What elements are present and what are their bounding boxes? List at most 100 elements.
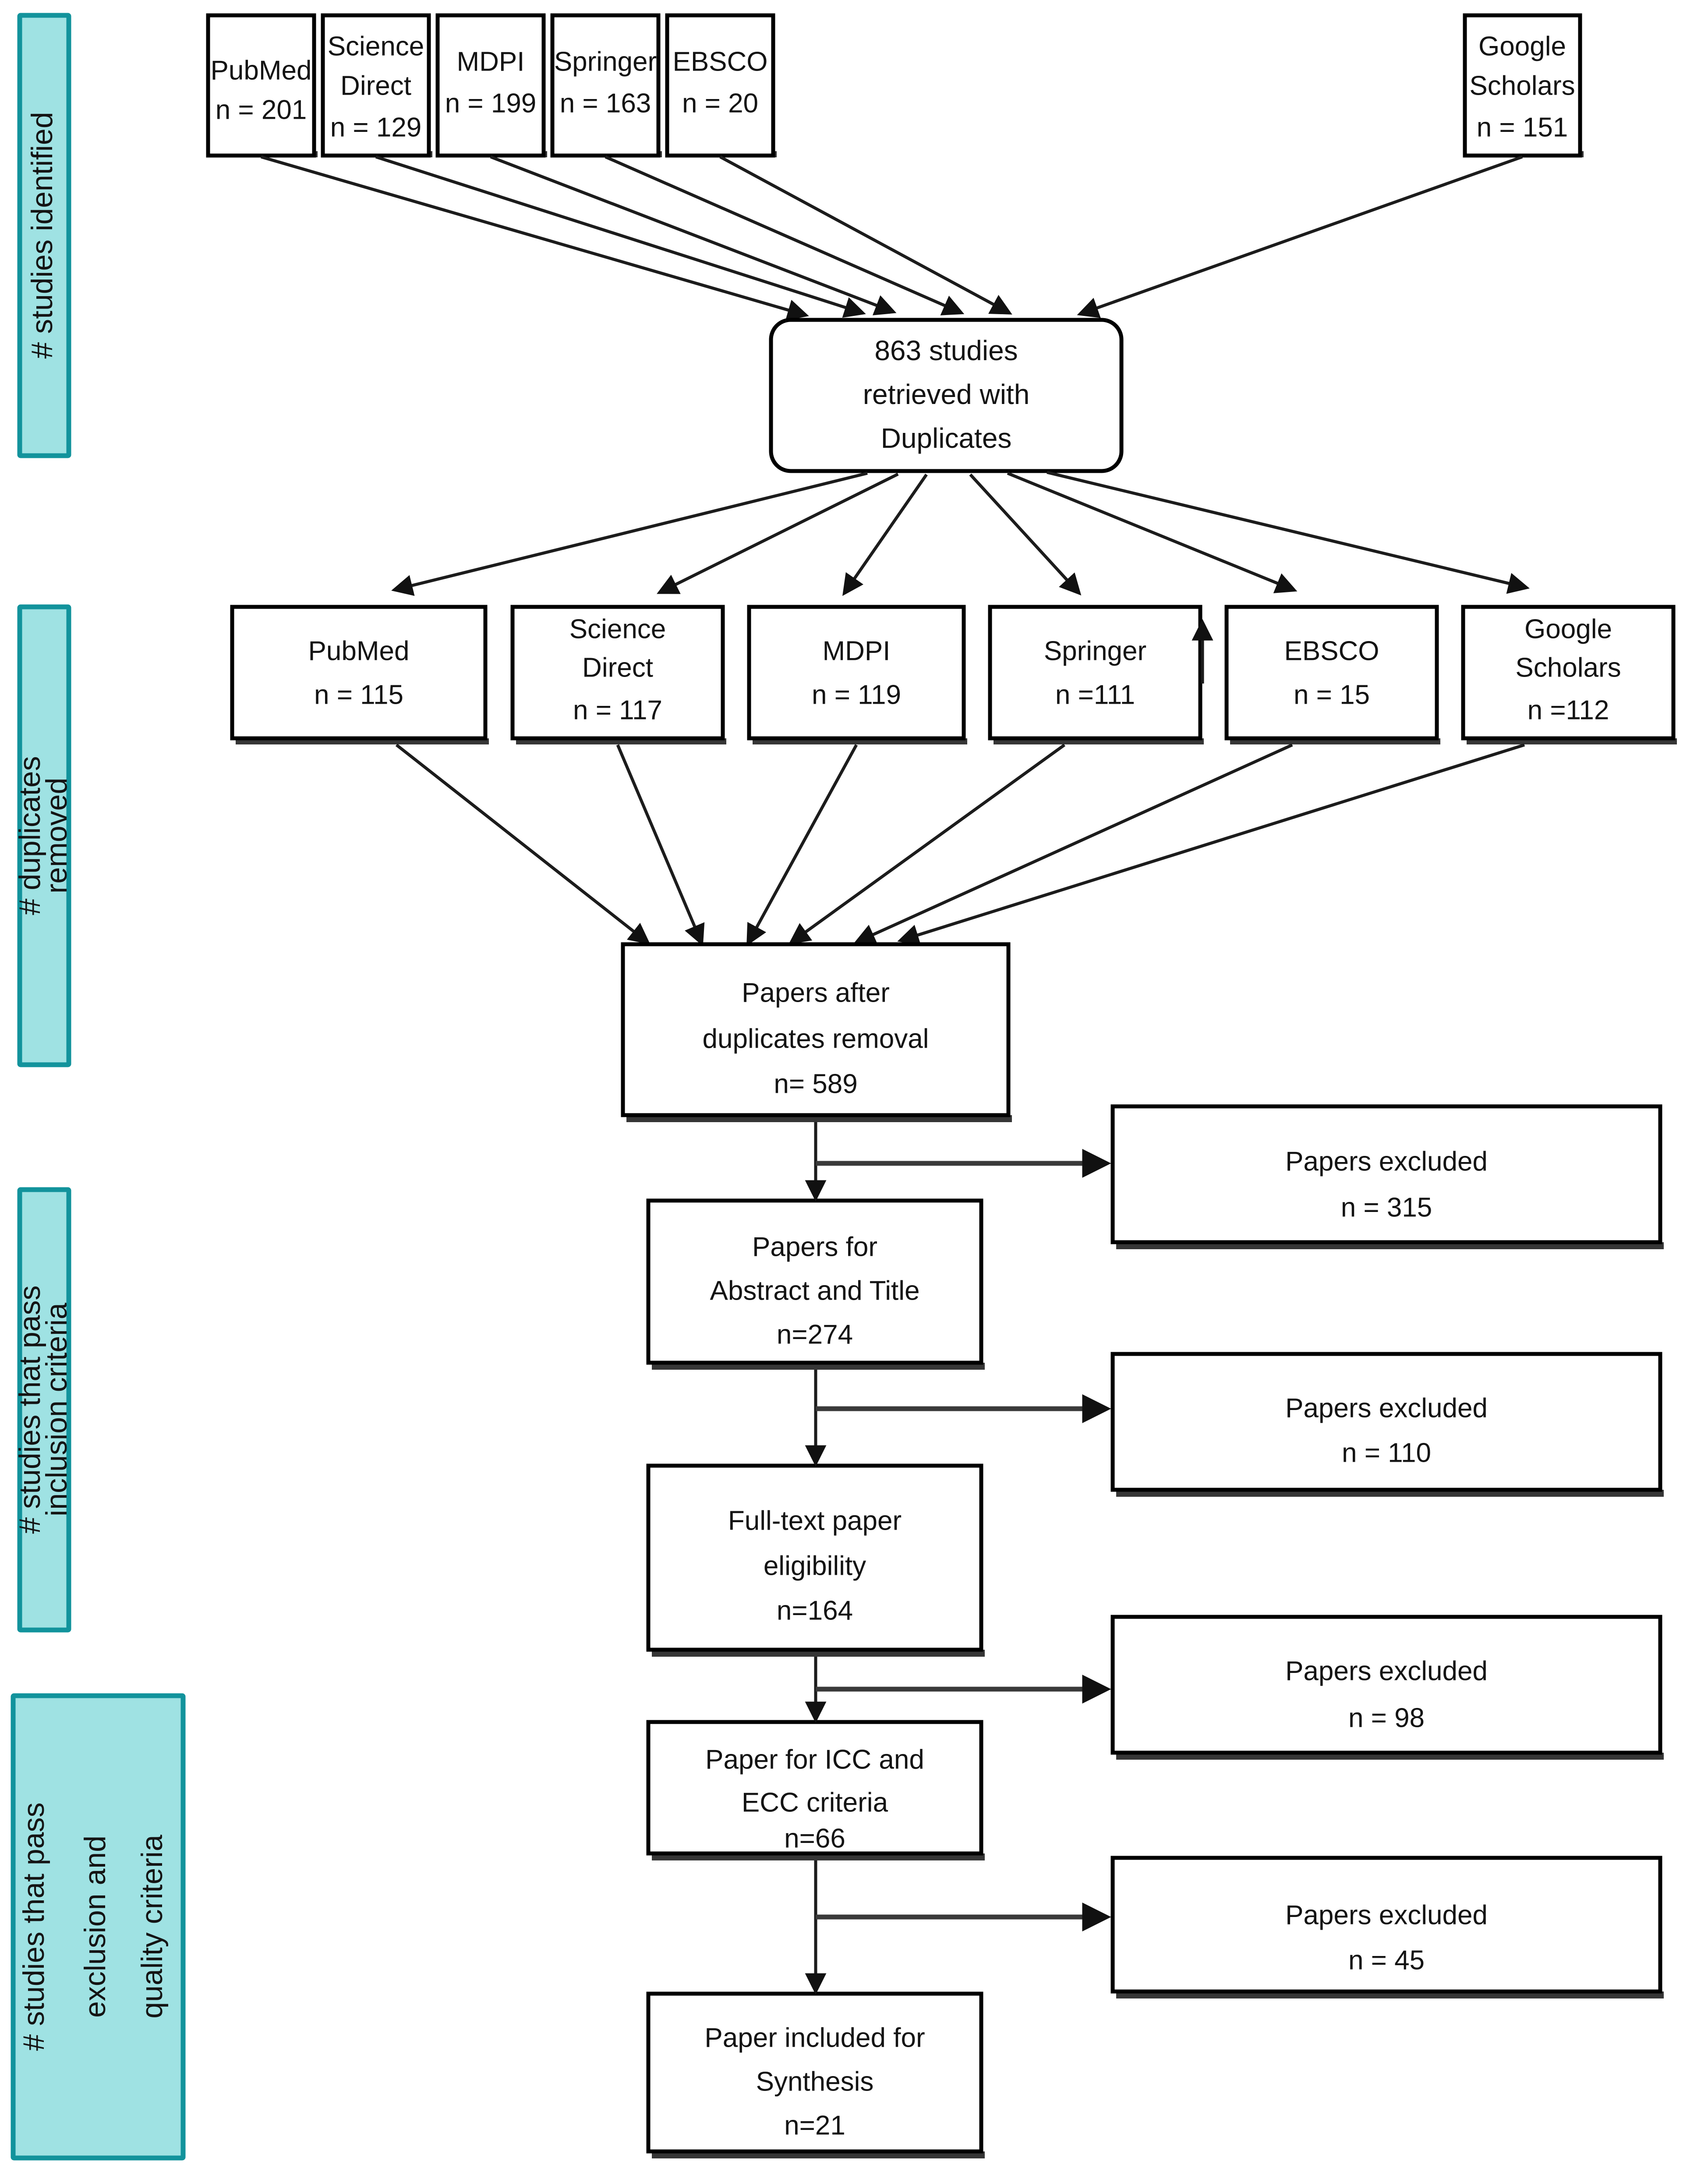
stage-label-inclusion-line-0: # studies that pass: [13, 1285, 46, 1534]
dedup-pubmed-line-1: n = 115: [314, 680, 403, 710]
source-pubmed-line-0: PubMed: [211, 55, 312, 85]
icc-ecc-line-2: n=66: [784, 1823, 845, 1853]
stage-label-identified-line-0: # studies identified: [25, 112, 59, 358]
screening-box-full-text: Full-text paper eligibility n=164: [646, 1463, 985, 1657]
source-box-ebsco: EBSCO n = 20: [665, 13, 777, 158]
source-box-sciencedirect: Science Direct n = 129: [321, 13, 432, 158]
source-pubmed-line-1: n = 201: [216, 95, 307, 125]
included-synthesis-line-0: Paper included for: [704, 2023, 925, 2053]
stage-chip-inclusion: # studies that pass inclusion criteria: [13, 1187, 73, 1633]
dedup-springer-line-0: Springer: [1044, 636, 1146, 666]
source-mdpi-line-0: MDPI: [457, 46, 525, 77]
exclusion-edges: [816, 1149, 1111, 1931]
dedup-google-line-1: Scholars: [1515, 652, 1621, 683]
included-synthesis-line-1: Synthesis: [756, 2066, 874, 2097]
source-box-mdpi: MDPI n = 199: [435, 13, 547, 158]
dedup-box-sciencedirect: Science Direct n = 117: [510, 605, 726, 744]
excluded-110-line-1: n = 110: [1342, 1438, 1431, 1468]
edge-ebsco-to-retrieved: [719, 155, 1012, 315]
excluded-98-line-0: Papers excluded: [1285, 1656, 1488, 1686]
screening-column: Papers after duplicates removal n= 589 P…: [621, 942, 1012, 2158]
edge-retrieved-to-pubmed: [391, 471, 868, 596]
dedup-sciencedirect-line-2: n = 117: [573, 695, 662, 725]
edge-mdpi-to-retrieved: [490, 155, 897, 315]
source-box-google-scholars: Google Scholars n = 151: [1463, 13, 1584, 158]
abstract-title-line-2: n=274: [777, 1319, 853, 1350]
excluded-45-line-1: n = 45: [1348, 1945, 1425, 1975]
source-ebsco-line-0: EBSCO: [672, 46, 767, 77]
dedup-springer-line-1: n =111: [1055, 680, 1135, 710]
source-box-springer: Springer n = 163: [550, 13, 662, 158]
stage-label-duplicates-line-1: removed: [40, 778, 73, 894]
dedup-sciencedirect-line-0: Science: [569, 614, 666, 644]
stage-label-inclusion-line-1: inclusion criteria: [40, 1303, 73, 1517]
source-sciencedirect-line-2: n = 129: [330, 112, 422, 142]
dedup-ebsco-line-0: EBSCO: [1284, 636, 1379, 666]
dedup-box-springer: Springer n =111: [988, 605, 1204, 744]
dedup-google-line-0: Google: [1524, 614, 1612, 644]
stage-chip-duplicates: # duplicates removed: [13, 604, 73, 1067]
source-springer-line-1: n = 163: [560, 88, 651, 118]
edge-retrieved-to-ebsco: [1007, 471, 1298, 593]
excluded-45-line-0: Papers excluded: [1285, 1900, 1488, 1930]
excluded-column: Papers excluded n = 315 Papers excluded …: [1110, 1104, 1664, 1998]
included-synthesis-line-2: n=21: [784, 2110, 845, 2140]
dedup-box-google-scholars: Google Scholars n =112: [1461, 605, 1677, 744]
stage-label-duplicates-line-0: # duplicates: [13, 756, 46, 915]
dedup-mdpi-line-0: MDPI: [823, 636, 891, 666]
source-box-pubmed: PubMed n = 201: [206, 13, 318, 158]
abstract-title-line-1: Abstract and Title: [710, 1276, 919, 1306]
source-google-line-2: n = 151: [1477, 112, 1568, 142]
source-google-line-0: Google: [1478, 31, 1566, 61]
excluded-box-98: Papers excluded n = 98: [1110, 1615, 1664, 1760]
dedup-ebsco-line-1: n = 15: [1294, 680, 1370, 710]
edge-dedup-pubmed-to-after: [395, 744, 651, 945]
excluded-box-110: Papers excluded n = 110: [1110, 1352, 1664, 1497]
dedup-box-ebsco: EBSCO n = 15: [1224, 605, 1440, 744]
source-sciencedirect-line-0: Science: [328, 31, 424, 61]
edges-dedup-to-after-duplicates: [395, 743, 1525, 946]
edge-dedup-google-to-after: [897, 743, 1525, 946]
edge-retrieved-to-springer: [969, 473, 1082, 596]
dedup-pubmed-line-0: PubMed: [308, 636, 410, 666]
source-google-line-1: Scholars: [1469, 71, 1575, 101]
identified-sources-row: PubMed n = 201 Science Direct n = 129 MD…: [206, 13, 1584, 158]
excluded-110-line-0: Papers excluded: [1285, 1393, 1488, 1423]
dedup-sciencedirect-line-1: Direct: [582, 652, 653, 683]
after-duplicates-line-2: n= 589: [774, 1069, 857, 1099]
edge-google-to-retrieved: [1077, 155, 1523, 318]
screening-box-after-duplicates: Papers after duplicates removal n= 589: [621, 942, 1012, 1122]
icc-ecc-line-0: Paper for ICC and: [705, 1744, 924, 1775]
retrieved-with-duplicates-box: 863 studies retrieved with Duplicates: [769, 318, 1124, 473]
full-text-line-0: Full-text paper: [728, 1506, 902, 1536]
source-mdpi-line-1: n = 199: [445, 88, 537, 118]
deduplicated-sources-row: PubMed n = 115 Science Direct n = 117 MD…: [230, 605, 1677, 744]
full-text-line-2: n=164: [777, 1595, 853, 1626]
edge-retrieved-to-mdpi: [842, 474, 928, 596]
retrieved-line-2: Duplicates: [881, 422, 1012, 454]
source-ebsco-line-1: n = 20: [682, 88, 758, 118]
edge-pubmed-to-retrieved: [261, 155, 809, 321]
stage-chip-identified: # studies identified: [17, 13, 71, 458]
stage-chip-exclusion: # studies that pass exclusion and qualit…: [11, 1693, 186, 2161]
excluded-box-45: Papers excluded n = 45: [1110, 1856, 1664, 1998]
stage-label-exclusion-line-2: quality criteria: [135, 1835, 169, 2019]
edge-dedup-springer-to-after: [789, 744, 1066, 945]
screening-box-abstract-title: Papers for Abstract and Title n=274: [646, 1198, 985, 1370]
excluded-98-line-1: n = 98: [1348, 1703, 1425, 1733]
after-duplicates-line-0: Papers after: [742, 978, 890, 1008]
excluded-315-line-0: Papers excluded: [1285, 1146, 1488, 1176]
edge-retrieved-to-google: [1047, 471, 1530, 594]
source-springer-line-0: Springer: [554, 46, 657, 77]
screening-box-icc-ecc: Paper for ICC and ECC criteria n=66: [646, 1720, 985, 1860]
stage-label-exclusion-line-1: exclusion and: [78, 1835, 112, 2018]
edge-springer-to-retrieved: [605, 155, 965, 315]
edges-sources-to-retrieved: [261, 155, 1523, 321]
stage-label-exclusion-line-0: # studies that pass: [17, 1802, 50, 2051]
dedup-google-line-2: n =112: [1528, 695, 1609, 725]
source-sciencedirect-line-1: Direct: [340, 71, 411, 101]
retrieved-line-1: retrieved with: [863, 379, 1030, 410]
dedup-mdpi-line-1: n = 119: [812, 680, 901, 710]
